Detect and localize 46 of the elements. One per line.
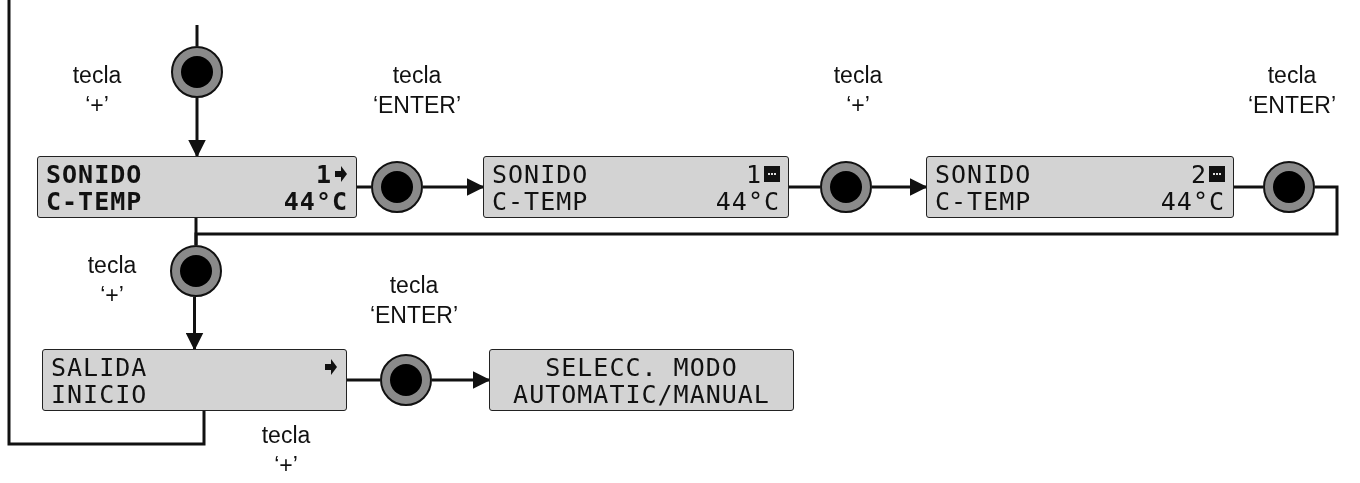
display-text: AUTOMATIC/MANUAL	[513, 380, 770, 408]
key-button-symbol	[380, 354, 432, 406]
arrow	[872, 178, 928, 196]
display-text: SONIDO	[46, 160, 143, 188]
lcd-display	[489, 349, 794, 411]
display-text: C-TEMP	[492, 187, 589, 215]
key-button-symbol	[171, 46, 223, 98]
arrow	[188, 98, 206, 158]
display-text: 1	[745, 160, 762, 188]
lcd-display	[926, 156, 1234, 218]
display-text: C-TEMP	[935, 187, 1032, 215]
connector-line	[357, 185, 371, 189]
lcd-display	[483, 156, 789, 218]
key-label: tecla ‘+’	[261, 421, 311, 480]
connector-line	[194, 218, 198, 245]
display-text: 44°C	[1160, 187, 1225, 215]
key-label: tecla ‘+’	[833, 61, 883, 120]
key-label: tecla ‘+’	[87, 251, 137, 310]
display-text: 44°C	[283, 187, 348, 215]
arrow	[185, 297, 204, 351]
key-label: tecla ‘ENTER’	[372, 61, 462, 120]
display-text: 44°C	[715, 187, 780, 215]
lcd-display	[42, 349, 347, 411]
arrow	[432, 371, 491, 389]
key-label: tecla ‘ENTER’	[369, 271, 459, 330]
display-text: 1	[315, 160, 332, 188]
display-text: SELECC. MODO	[545, 353, 738, 381]
arrow	[423, 178, 485, 196]
lcd-display	[37, 156, 357, 218]
connector-line	[789, 185, 820, 189]
key-button-symbol	[170, 245, 222, 297]
display-text: SONIDO	[935, 160, 1032, 188]
display-text: 2	[1190, 160, 1207, 188]
key-button-symbol	[820, 161, 872, 213]
display-text: SALIDA	[51, 353, 148, 381]
key-label: tecla ‘ENTER’	[1247, 61, 1337, 120]
connector-line	[195, 25, 199, 46]
display-text: INICIO	[51, 380, 148, 408]
connector-line	[347, 378, 380, 382]
connector-line	[7, 0, 206, 446]
key-label: tecla ‘+’	[72, 61, 122, 120]
display-text: C-TEMP	[46, 187, 143, 215]
connector-line	[1234, 185, 1263, 189]
key-button-symbol	[371, 161, 423, 213]
key-button-symbol	[1263, 161, 1315, 213]
display-text: SONIDO	[492, 160, 589, 188]
